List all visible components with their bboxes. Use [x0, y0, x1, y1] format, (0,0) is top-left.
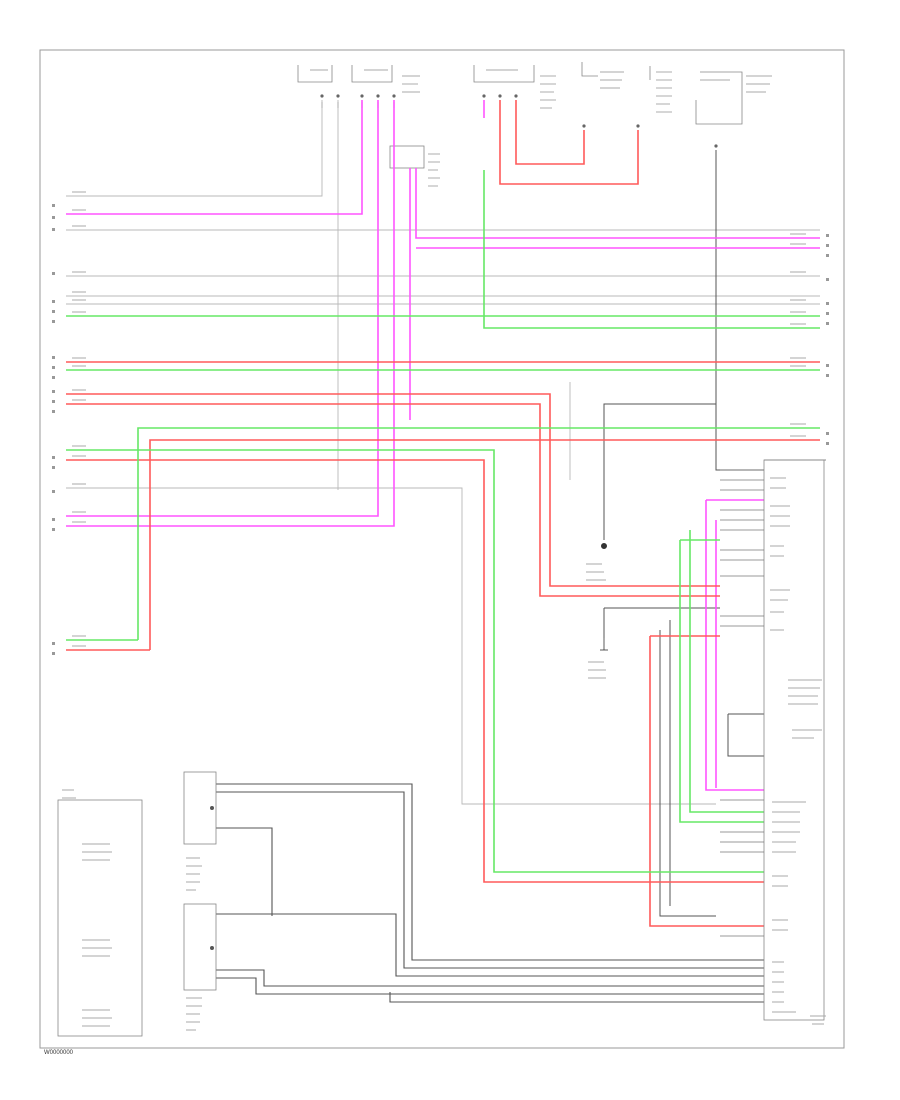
pink-wires: [66, 100, 820, 791]
wire-code-marks: [62, 191, 826, 1031]
module-pin-stubs: [720, 469, 764, 937]
bundle-wires: [216, 783, 764, 1003]
lower-module-dots: [210, 806, 214, 950]
diagram-frame: [39, 49, 845, 1049]
gray-wires: [66, 100, 820, 805]
lower-modules: [57, 771, 217, 1037]
connector-pins: [320, 94, 718, 148]
green-wires: [66, 170, 820, 873]
dark-wires: [603, 150, 764, 917]
top-connectors: [297, 62, 743, 169]
ground-icons: [600, 543, 608, 651]
right-pin-marks: [826, 234, 829, 445]
control-module: [763, 459, 826, 1021]
left-pin-marks: [52, 204, 55, 655]
red-wires: [66, 100, 820, 927]
top-label-blocks: [310, 69, 772, 187]
figure-id: W0000000: [44, 1050, 74, 1056]
